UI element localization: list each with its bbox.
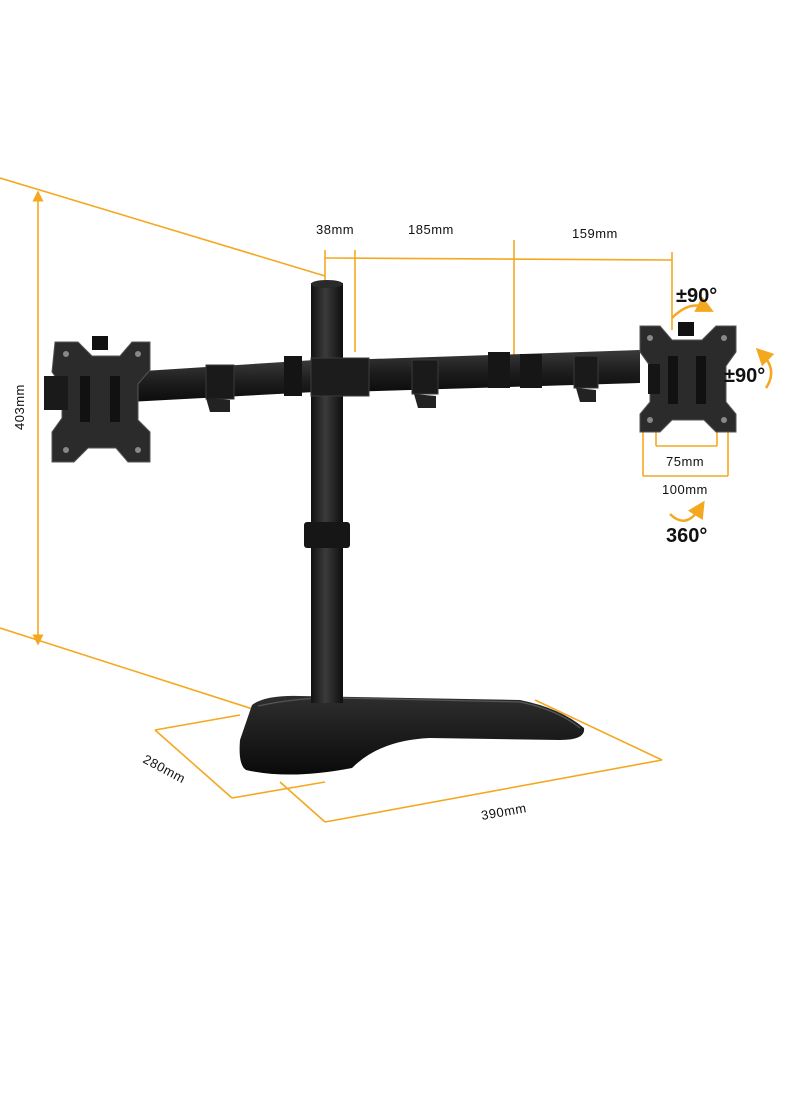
rotate-label: 360°	[666, 525, 707, 547]
right-vesa-plate	[639, 322, 737, 433]
base-depth-tick-top	[154, 714, 241, 731]
vesa-large-label: 100mm	[662, 482, 708, 497]
base-depth-tick-bottom	[231, 781, 326, 799]
height-collar	[304, 522, 350, 548]
rotation-arrows	[669, 296, 775, 522]
base-depth-line	[154, 729, 233, 799]
right-arm-joint-2	[573, 355, 599, 389]
right-arm-elbow	[488, 352, 510, 388]
swivel-label: ±90°	[724, 365, 765, 387]
arm-outer-label: 159mm	[572, 226, 618, 241]
bottom-guide-line	[0, 627, 263, 713]
rotate-arrow-icon	[669, 500, 705, 522]
tilt-arrow-icon	[671, 296, 714, 319]
center-hub	[310, 357, 370, 397]
tilt-label: ±90°	[676, 285, 717, 307]
swivel-arrow-icon	[755, 347, 775, 389]
left-vesa-plate	[44, 336, 151, 463]
base-width-tick-left	[279, 781, 326, 823]
right-arm-clip-2	[576, 388, 596, 402]
top-guide-line	[0, 177, 326, 277]
arm-dimension-line	[324, 257, 673, 261]
left-arm-bracket	[284, 356, 302, 396]
left-arm-clip	[206, 398, 230, 412]
right-arm-clip-1	[414, 394, 436, 408]
vesa-small-label: 75mm	[666, 454, 704, 469]
right-arm-elbow-2	[520, 354, 542, 388]
arm-middle-label: 185mm	[408, 222, 454, 237]
stand-base	[239, 695, 585, 775]
base-width-line	[324, 759, 663, 823]
base-width-tick-right	[534, 699, 663, 761]
arm-offset-label: 38mm	[316, 222, 354, 237]
left-arm-joint	[205, 364, 235, 400]
stand-pole	[311, 283, 343, 703]
right-arm-joint-1	[411, 359, 439, 395]
height-label: 403mm	[12, 384, 27, 430]
base-depth-label: 280mm	[141, 751, 189, 786]
base-width-label: 390mm	[480, 800, 528, 823]
pole-cap	[311, 280, 343, 288]
dimension-labels: 403mm 38mm 185mm 159mm 75mm 100mm 280mm …	[12, 222, 765, 823]
monitor-stand	[44, 280, 737, 775]
